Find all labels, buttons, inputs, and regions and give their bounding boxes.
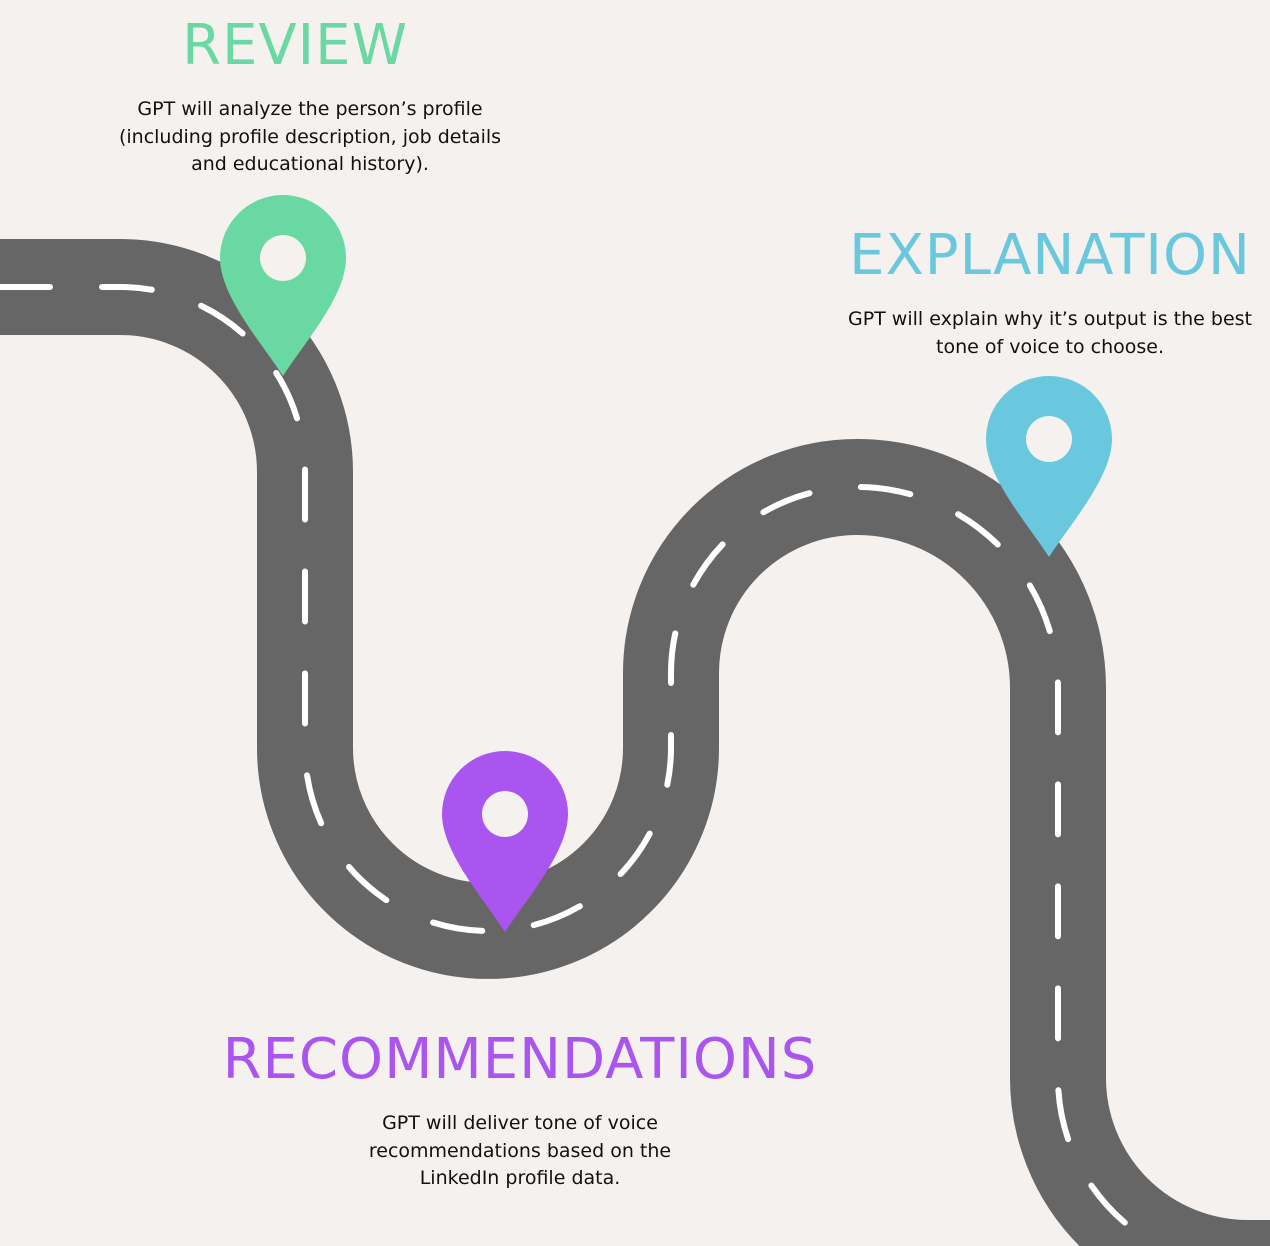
pin-explanation: [986, 376, 1112, 557]
map-pin-icon: [442, 751, 568, 932]
step-title-review: REVIEW: [182, 13, 408, 78]
step-review: REVIEW GPT will analyze the person’s pro…: [110, 16, 510, 179]
map-pin-icon: [986, 376, 1112, 557]
step-description-explanation: GPT will explain why it’s output is the …: [847, 308, 1252, 358]
step-title-recommendations: RECOMMENDATIONS: [222, 1027, 818, 1092]
step-description-review: GPT will analyze the person’s profile (i…: [118, 98, 502, 175]
lane-markings: [0, 284, 1167, 1246]
step-recommendations: RECOMMENDATIONS GPT will deliver tone of…: [180, 1030, 860, 1193]
step-description-recommendations: GPT will deliver tone of voice recommend…: [368, 1112, 672, 1189]
map-pin-icon: [220, 195, 346, 376]
step-explanation: EXPLANATION GPT will explain why it’s ou…: [840, 226, 1260, 361]
pin-review: [220, 195, 346, 376]
step-title-explanation: EXPLANATION: [849, 223, 1251, 288]
pin-recommendations: [442, 751, 568, 932]
